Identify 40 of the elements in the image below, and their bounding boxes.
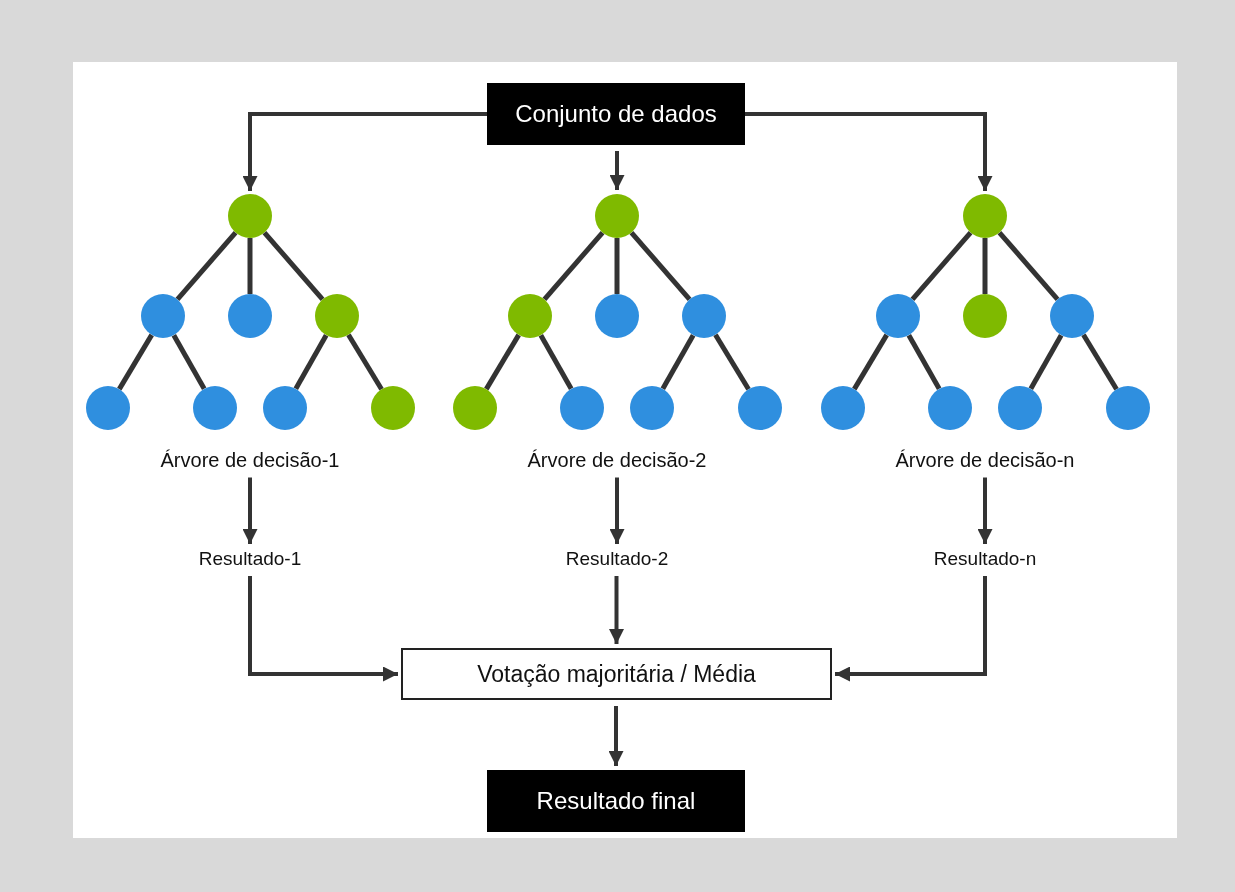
result-label: Resultado-n [933, 548, 1037, 570]
arrow [248, 576, 398, 682]
tree-label: Árvore de decisão-n [895, 448, 1075, 472]
tree-branch-line [117, 333, 154, 391]
tree-branch-line [346, 333, 384, 391]
tree-branch-line [293, 333, 329, 391]
result-label: Resultado-1 [198, 548, 302, 570]
tree-branch-line [906, 333, 942, 391]
arrow [835, 576, 987, 682]
tree-branch-line [614, 238, 620, 294]
tree-branch-line [910, 230, 973, 302]
tree-branch-line [982, 238, 988, 294]
tree-label: Árvore de decisão-1 [160, 448, 340, 472]
tree-branch-line [1081, 333, 1119, 391]
arrow [609, 151, 625, 190]
arrow [745, 112, 993, 191]
voting-box: Votação majoritária / Média [401, 648, 832, 700]
tree-branch-line [247, 238, 253, 294]
tree-branch-line [538, 333, 574, 391]
arrow [608, 706, 624, 766]
tree-branch-line [852, 333, 889, 391]
final-result-box: Resultado final [487, 770, 745, 832]
tree-branch-line [171, 333, 207, 391]
arrow [977, 477, 993, 544]
arrow [242, 477, 258, 544]
tree-branch-line [1028, 333, 1064, 391]
tree-branch-line [262, 230, 325, 302]
arrow [242, 112, 487, 191]
tree-branch-line [997, 230, 1060, 302]
dataset-box: Conjunto de dados [487, 83, 745, 145]
arrow [609, 477, 625, 544]
tree-label: Árvore de decisão-2 [527, 448, 707, 472]
tree-branch-line [660, 333, 696, 391]
tree-branch-line [175, 230, 238, 302]
tree-branch-line [629, 230, 692, 302]
tree-branch-line [484, 333, 521, 391]
tree-branch-line [542, 230, 605, 302]
tree-branch-line [713, 333, 751, 391]
arrow [609, 576, 624, 644]
result-label: Resultado-2 [565, 548, 669, 570]
